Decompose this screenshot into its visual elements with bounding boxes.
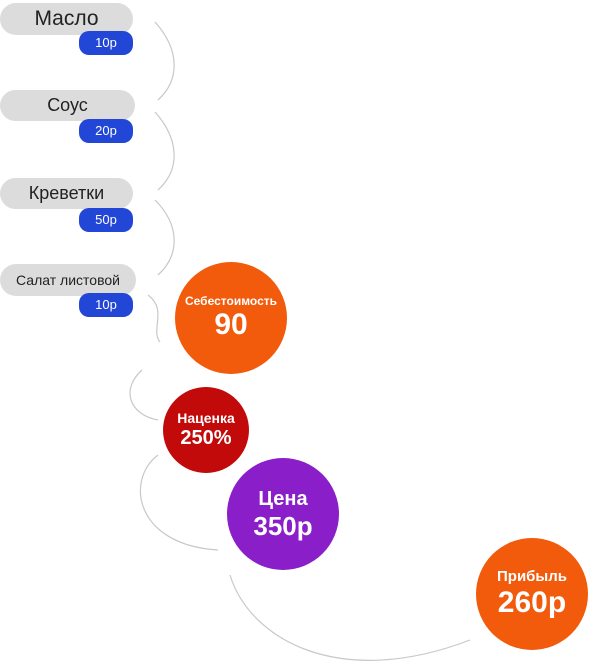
- price-value: 350р: [253, 510, 313, 541]
- arrow-price-to-profit: [229, 574, 471, 661]
- ingredient-pill-maslo: Масло: [0, 3, 133, 35]
- cost-label: Себестоимость: [184, 294, 278, 308]
- arrow-krevetki-to-salat: [154, 199, 175, 276]
- ingredient-price-badge: 10р: [79, 293, 133, 317]
- ingredient-label: Масло: [34, 7, 99, 30]
- ingredient-label: Соус: [47, 95, 88, 115]
- markup-value: 250%: [180, 427, 232, 449]
- ingredient-pill-krevetki: Креветки: [0, 178, 133, 209]
- markup-circle: Наценка 250%: [163, 387, 249, 473]
- arrow-maslo-to-sous: [154, 21, 175, 101]
- profit-label: Прибыль: [497, 567, 567, 585]
- price-circle: Цена 350р: [227, 458, 339, 570]
- ingredient-price-badge: 20р: [79, 119, 133, 143]
- profit-circle: Прибыль 260р: [476, 538, 588, 650]
- cost-circle: Себестоимость 90: [175, 262, 287, 374]
- arrow-cost-to-markup: [129, 369, 159, 421]
- markup-label: Наценка: [177, 410, 235, 426]
- cost-value: 90: [214, 308, 248, 341]
- ingredient-label: Салат листовой: [16, 272, 120, 288]
- ingredient-price-badge: 10р: [79, 31, 133, 55]
- price-label: Цена: [258, 487, 308, 510]
- ingredient-pill-sous: Соус: [0, 90, 135, 121]
- arrow-sous-to-krevetki: [154, 111, 175, 191]
- profit-value: 260р: [497, 585, 567, 619]
- arrow-markup-to-price: [139, 454, 219, 551]
- arrow-salat-to-cost: [147, 294, 161, 343]
- ingredient-label: Креветки: [28, 183, 105, 203]
- ingredient-pill-salat: Салат листовой: [0, 264, 136, 296]
- ingredient-price-badge: 50р: [79, 208, 133, 232]
